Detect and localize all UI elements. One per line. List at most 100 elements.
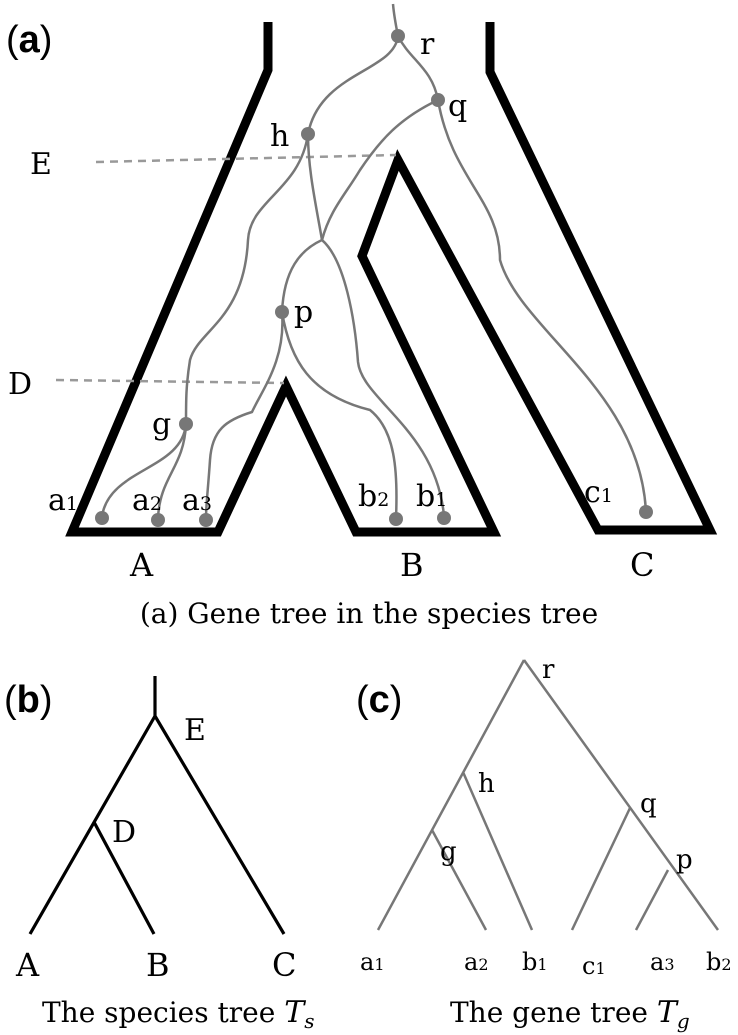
gene-leaf-b1-sub: 1: [537, 955, 547, 974]
panel-c-label: (c): [356, 679, 402, 721]
gene-edge-b-b1: [321, 239, 446, 517]
species-leaf-A: A: [15, 946, 40, 984]
gene-edge-q-b: [320, 98, 439, 241]
gene-leaf-a3-name: a: [650, 948, 664, 976]
gene-node-h-label: h: [270, 119, 289, 154]
leaf-b2-label: b2: [358, 479, 389, 514]
leaf-c1-dot: [639, 505, 653, 519]
gene-edge-h-p: [280, 133, 324, 313]
leaf-a1-sub: 1: [66, 493, 78, 515]
leaf-b2-dot: [389, 512, 403, 526]
gene-leaf-a2-name: a: [464, 948, 478, 976]
gene-leaf-a3: a3: [650, 948, 675, 976]
panel-c-caption: The gene tree Tg: [450, 995, 690, 1033]
leaf-a2-dot: [151, 513, 165, 527]
leaf-b1-sub: 1: [435, 489, 447, 511]
leaf-a1-dot: [95, 511, 109, 525]
panel-b-label: (b): [4, 679, 53, 721]
gene-leaf-c1: c1: [582, 952, 606, 980]
leaf-a3-sub: 3: [200, 493, 212, 515]
leaf-c1-sub: 1: [601, 485, 613, 507]
panel-b-caption-math: T: [284, 995, 306, 1030]
leaf-a1-label: a1: [48, 483, 78, 518]
dashed-line-E: [95, 153, 397, 164]
species-leaf-B: B: [146, 946, 170, 984]
panel-a-caption: (a) Gene tree in the species tree: [140, 597, 598, 630]
leaf-a2-label: a2: [132, 483, 162, 518]
gene-leaf-b2: b2: [706, 948, 732, 976]
gene-node-p-label: p: [294, 295, 313, 330]
gene-edge-p-a3: [204, 311, 284, 519]
species-C-label: C: [630, 546, 654, 584]
gene-leaf-a2-sub: 2: [478, 955, 488, 974]
gene-leaf-a1-name: a: [360, 948, 374, 976]
gene-leaf-b2-sub: 2: [721, 955, 731, 974]
gene-leaf-a1: a1: [360, 948, 385, 976]
dashed-label-E: E: [30, 147, 52, 182]
gene-node-g-dot: [179, 417, 193, 431]
leaf-b1-name: b: [416, 479, 435, 514]
gene-leaf-b2-name: b: [706, 948, 721, 976]
leaf-a1-name: a: [48, 483, 66, 518]
panel-b-caption-text: The species tree: [42, 996, 284, 1029]
leaf-a2-name: a: [132, 483, 150, 518]
gene-node-g-label: g: [152, 407, 171, 442]
species-tree-outer-left-wall: [65, 22, 718, 537]
gene-leaf-c1-name: c: [582, 952, 595, 980]
gene-node-r-tree-label: r: [542, 655, 555, 685]
gene-edge-r-q: [396, 35, 440, 101]
panel-b: (b) E D A B C The species tree Ts: [4, 676, 314, 1033]
gene-node-q-label: q: [448, 89, 467, 124]
panel-c-caption-sub: g: [677, 1009, 690, 1033]
panel-b-caption: The species tree Ts: [42, 995, 314, 1033]
leaf-a2-sub: 2: [150, 493, 162, 515]
gene-tree-in-species-tree: [95, 3, 653, 527]
leaf-a3-name: a: [182, 483, 200, 518]
leaf-b2-name: b: [358, 479, 377, 514]
gene-node-g-tree-label: g: [440, 837, 457, 867]
species-node-E-label: E: [184, 713, 206, 748]
panel-c-caption-text: The gene tree: [450, 996, 657, 1029]
panel-c: (c) r h q g p a1 a2 b1 c1 a3 b2 The gene…: [356, 655, 732, 1033]
gene-node-q-dot: [431, 93, 445, 107]
panel-c-caption-math: T: [657, 995, 679, 1030]
gene-leaf-a2: a2: [464, 948, 489, 976]
gene-leaf-a3-sub: 3: [664, 955, 674, 974]
gene-edge-p-b2: [280, 311, 398, 519]
gene-leaf-b1-name: b: [522, 948, 537, 976]
leaf-c1-label: c1: [584, 475, 613, 510]
gene-node-q-tree-label: q: [640, 789, 657, 819]
gene-node-r-label: r: [420, 27, 435, 62]
dashed-line-D: [55, 378, 285, 385]
panel-c-letter: c: [369, 679, 390, 721]
gene-edge-g-a2: [156, 423, 188, 519]
panel-a-leaf-labels: a1 a2 a3 b2 b1 c1: [48, 475, 613, 518]
species-tree-edges: [28, 676, 286, 935]
leaf-a3-label: a3: [182, 483, 212, 518]
gene-edge-r-h: [306, 35, 400, 135]
gene-node-p-tree-label: p: [676, 845, 693, 875]
panel-a: (a): [6, 3, 718, 630]
panel-c-leaf-labels: a1 a2 b1 c1 a3 b2: [360, 948, 732, 980]
gene-node-h-tree-label: h: [478, 769, 495, 799]
species-leaf-C: C: [272, 946, 296, 984]
gene-node-h-dot: [301, 127, 315, 141]
leaf-b2-sub: 2: [377, 489, 389, 511]
gene-edge-g-a1: [100, 423, 188, 517]
gene-leaf-a1-sub: 1: [374, 955, 384, 974]
gene-tree-edges: [376, 659, 720, 931]
panel-b-letter: b: [17, 679, 40, 721]
dashed-label-D: D: [8, 367, 32, 402]
leaf-b1-label: b1: [416, 479, 447, 514]
gene-node-p-dot: [275, 305, 289, 319]
gene-edge-q-c1: [436, 99, 648, 513]
leaf-b1-dot: [437, 511, 451, 525]
gene-node-r-dot: [391, 29, 405, 43]
panel-a-letter: a: [19, 19, 41, 61]
gene-leaf-b1: b1: [522, 948, 548, 976]
gene-edge-h-g: [184, 133, 310, 425]
panel-b-caption-sub: s: [304, 1009, 314, 1033]
panel-a-label: (a): [6, 19, 52, 61]
gene-leaf-c1-sub: 1: [595, 959, 605, 978]
